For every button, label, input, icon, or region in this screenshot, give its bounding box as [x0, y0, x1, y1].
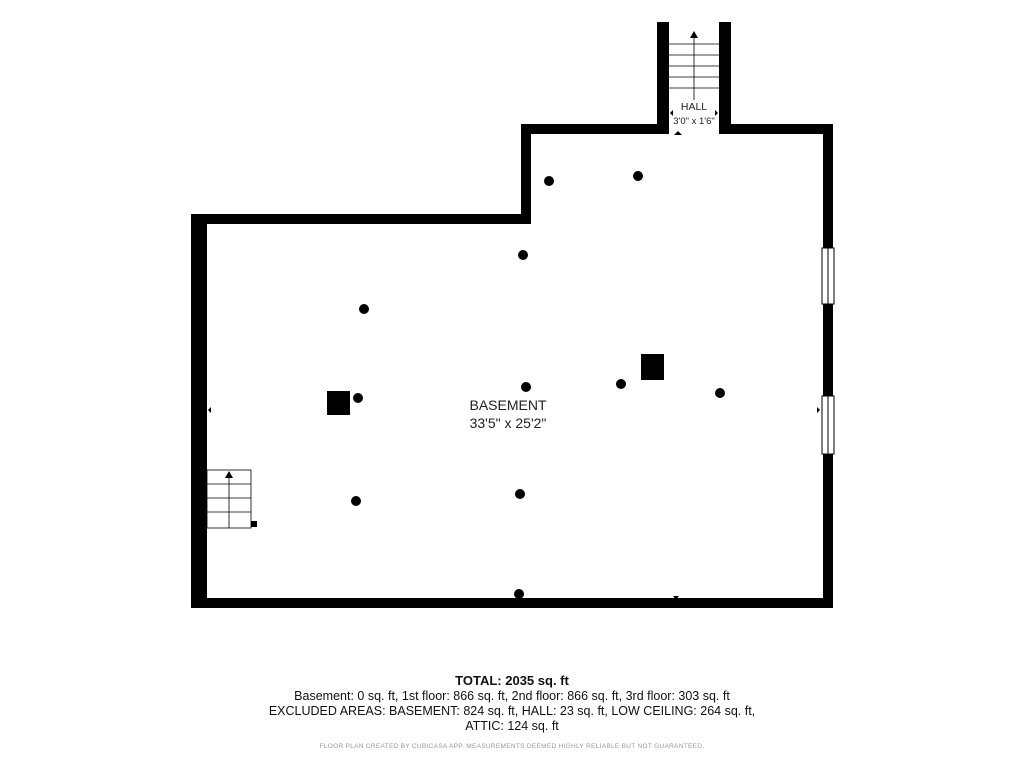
- post: [616, 379, 626, 389]
- post: [359, 304, 369, 314]
- north-wall-right: [719, 124, 833, 134]
- post: [351, 496, 361, 506]
- excluded-areas-line2: ATTIC: 124 sq. ft: [465, 719, 559, 733]
- post: [544, 176, 554, 186]
- post: [521, 382, 531, 392]
- post: [353, 393, 363, 403]
- east-wall: [823, 124, 833, 608]
- hall-name: HALL: [681, 101, 707, 113]
- hall-dimensions: 3'0" x 1'6": [673, 116, 715, 127]
- column: [641, 354, 664, 380]
- basement-name: BASEMENT: [469, 397, 546, 413]
- hall-walls: [657, 22, 731, 134]
- north-wall-middle: [521, 124, 669, 134]
- support-posts: [351, 171, 725, 599]
- west-wall: [191, 214, 207, 608]
- south-wall: [191, 598, 833, 608]
- total-area: TOTAL: 2035 sq. ft: [455, 673, 569, 688]
- hall-dimension-ticks: [670, 110, 718, 135]
- hall-west-wall: [657, 22, 669, 134]
- hall-east-wall: [719, 22, 731, 134]
- post: [633, 171, 643, 181]
- north-wall-left: [191, 214, 531, 224]
- dimension-ticks: [208, 407, 820, 600]
- floor-areas: Basement: 0 sq. ft, 1st floor: 866 sq. f…: [294, 689, 730, 703]
- basement-stairs: [206, 469, 252, 529]
- jog-wall: [521, 124, 531, 224]
- floor-plan: HALL 3'0" x 1'6" BASEMENT 33'5" x 25'2": [191, 22, 835, 608]
- excluded-areas-line1: EXCLUDED AREAS: BASEMENT: 824 sq. ft, HA…: [268, 704, 756, 718]
- post: [518, 250, 528, 260]
- east-windows: [821, 247, 835, 455]
- basement-dimensions: 33'5" x 25'2": [470, 415, 547, 431]
- hall-stairs: [669, 31, 719, 100]
- column: [327, 391, 350, 415]
- post: [715, 388, 725, 398]
- post: [515, 489, 525, 499]
- disclaimer: FLOOR PLAN CREATED BY CUBICASA APP. MEAS…: [319, 743, 705, 750]
- stair-post: [251, 521, 257, 527]
- basement-walls: [191, 124, 833, 608]
- post: [514, 589, 524, 599]
